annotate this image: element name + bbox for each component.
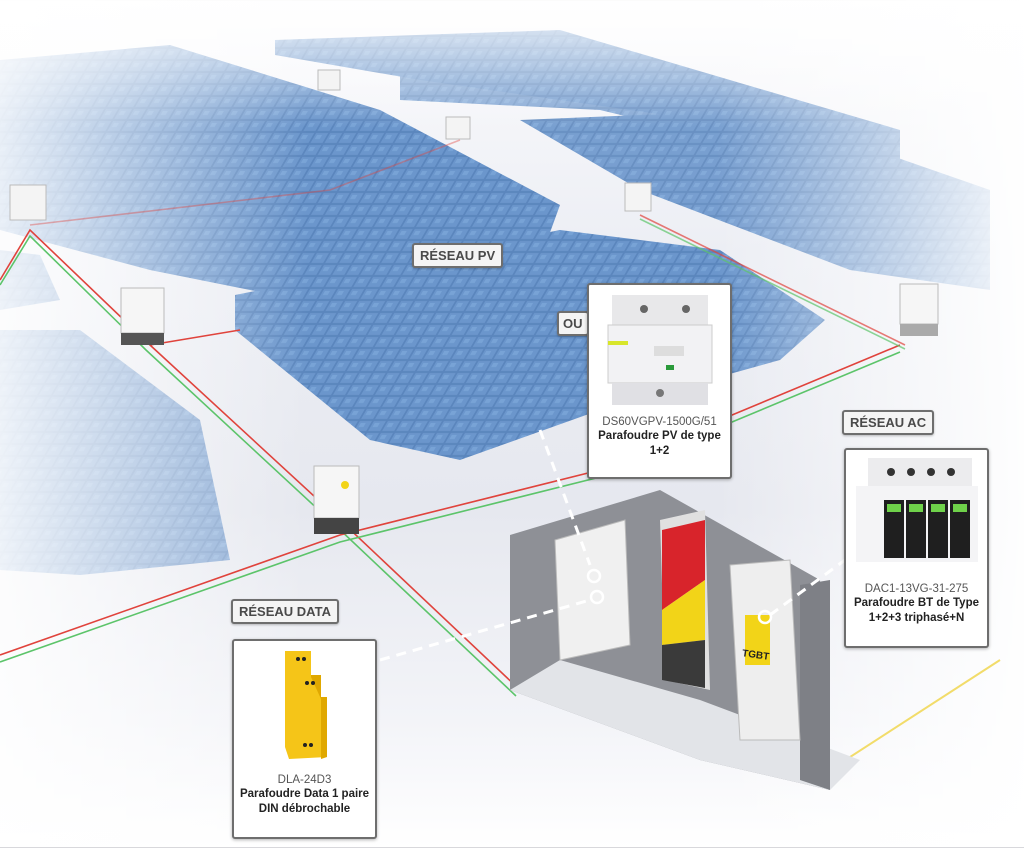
product-card-pv-spd[interactable]: DS60VGPV-1500G/51 Parafoudre PV de type … (587, 283, 732, 479)
pv-spd-image (604, 291, 716, 409)
product-card-ac-spd[interactable]: DAC1-13VG-31-275 Parafoudre BT de Type 1… (844, 448, 989, 648)
ac-spd-image (854, 456, 980, 576)
ac-spd-code: DAC1-13VG-31-275 (864, 583, 969, 595)
data-spd-image (265, 647, 345, 767)
leader-lines (379, 429, 846, 662)
data-spd-code: DLA-24D3 (277, 774, 332, 786)
pv-spd-desc-1: Parafoudre PV de type (598, 430, 721, 442)
data-spd-desc-2: DIN débrochable (258, 803, 351, 815)
product-card-data-spd[interactable]: DLA-24D3 Parafoudre Data 1 paire DIN déb… (232, 639, 377, 839)
ac-spd-desc-2: 1+2+3 triphasé+N (868, 612, 965, 624)
data-spd-desc-1: Parafoudre Data 1 paire (239, 788, 370, 800)
label-reseau-ac: RÉSEAU AC (842, 410, 935, 435)
pv-spd-desc-2: 1+2 (649, 445, 670, 457)
bottom-divider (0, 847, 1024, 848)
combiner-box (9, 69, 939, 534)
combiner-boxes (9, 69, 939, 534)
ac-spd-desc-1: Parafoudre BT de Type (853, 597, 980, 609)
label-reseau-data: RÉSEAU DATA (231, 599, 339, 624)
label-reseau-pv: RÉSEAU PV (412, 243, 504, 268)
label-ou: OU (557, 311, 589, 336)
pv-spd-code: DS60VGPV-1500G/51 (602, 416, 717, 428)
